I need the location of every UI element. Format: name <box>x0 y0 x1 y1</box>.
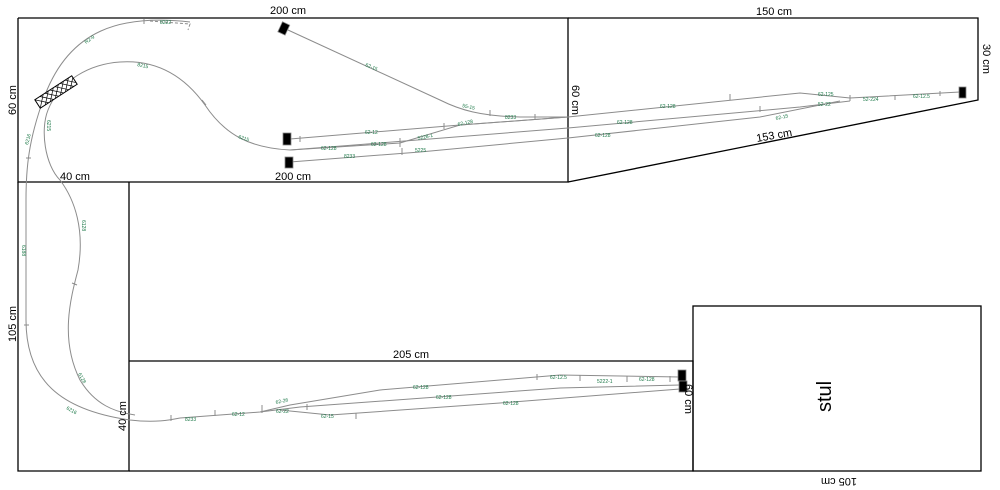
table-label: stul <box>814 381 836 412</box>
track-code: 62-12.5 <box>913 94 930 100</box>
bridge-segment <box>34 75 78 109</box>
track-code: 62-128 <box>639 377 655 383</box>
track-code: 62-12 <box>232 412 245 418</box>
track-code: 62-15 <box>775 113 789 122</box>
track-code: R2-9 <box>84 34 96 45</box>
track-code: 5222-1 <box>597 379 613 385</box>
track-right-3 <box>567 100 841 139</box>
track-top-stub <box>149 20 191 31</box>
track-code-labels: 8222 R2-9 6216 8215 6215 6215 62-15 55-1… <box>20 20 930 423</box>
track-code: 6216 <box>24 133 33 146</box>
track-code: 62-15 <box>321 414 334 420</box>
track-code: 62-128 <box>457 119 474 128</box>
dim-bottom-right-height: 60 cm <box>682 384 694 414</box>
buffer-stop-icon <box>282 132 292 146</box>
track-diagonal-top <box>287 29 568 118</box>
track-bottom-2 <box>259 384 681 413</box>
track-outer-loop <box>25 19 191 422</box>
track-code: 6215 <box>237 134 250 143</box>
board-left-column <box>17 182 130 472</box>
track-code: 62-22 <box>276 409 289 415</box>
dim-bottom-width: 205 cm <box>393 349 429 361</box>
track-code: 5225 <box>415 148 426 154</box>
baseboards <box>17 17 982 472</box>
track-code: 8215 <box>137 62 149 70</box>
track-code: 55-15 <box>462 103 476 112</box>
track-code: 62-128 <box>413 385 429 391</box>
dim-left-column-height: 105 cm <box>7 306 19 342</box>
buffer-stop-icon <box>277 21 291 36</box>
dim-top-left-height: 60 cm <box>7 85 19 115</box>
buffer-stop-icon <box>284 156 294 169</box>
dim-bottom-left-height: 40 cm <box>117 401 129 431</box>
track-code: 62-125 <box>818 92 834 98</box>
track-code: 62-26 <box>275 397 289 406</box>
dim-top-right-width: 150 cm <box>756 6 792 18</box>
track-code: 62-128 <box>321 146 337 152</box>
tracks <box>24 19 961 422</box>
track-code: 52-22 <box>818 102 831 108</box>
track-code: 62-12.5 <box>550 375 567 381</box>
buffer-stop-icon <box>678 380 688 393</box>
track-code: 62-128 <box>660 104 676 110</box>
track-bottom-3 <box>279 388 681 416</box>
track-code: 52-224 <box>863 97 879 103</box>
track-yard-4 <box>289 137 569 163</box>
track-code: 62-128 <box>503 401 519 407</box>
track-code: 62-12 <box>365 130 378 136</box>
dim-table-width: 105 cm <box>821 475 857 487</box>
table-stul <box>692 305 982 472</box>
track-code: 62-128 <box>595 133 611 139</box>
dim-left-column-width: 40 cm <box>60 171 90 183</box>
track-code: 62-128 <box>436 395 452 401</box>
dimension-labels: 200 cm 200 cm 60 cm 60 cm 150 cm 30 cm 1… <box>7 5 992 487</box>
track-inner-loop <box>43 61 291 416</box>
track-yard-2 <box>289 116 569 151</box>
buffer-stop-icon <box>677 369 687 382</box>
track-code: 6215 <box>45 120 51 131</box>
dim-top-middle-height: 60 cm <box>569 85 581 115</box>
dim-top-right-diagonal: 153 cm <box>755 127 793 145</box>
track-code: 8233 <box>505 115 516 121</box>
track-yard-3 <box>289 127 569 151</box>
track-code: 6188 <box>20 245 26 256</box>
track-code: 6216 <box>65 406 78 417</box>
track-code: 8233 <box>185 417 196 423</box>
dim-top-right-height: 30 cm <box>980 44 992 74</box>
track-right-2 <box>567 100 851 129</box>
dim-top-left-width: 200 cm <box>270 5 306 17</box>
track-code: 5228-1 <box>417 133 434 142</box>
track-code: 6128 <box>80 220 86 231</box>
track-joints <box>24 19 941 421</box>
track-code: 8222 <box>160 20 171 26</box>
buffer-stop-icon <box>958 86 967 99</box>
board-bottom <box>129 360 694 472</box>
dim-top-left-width-bottom: 200 cm <box>275 171 311 183</box>
track-code: 62-15 <box>364 62 378 72</box>
board-top-right <box>567 17 979 183</box>
track-right-1 <box>567 91 961 118</box>
track-code: 62-128 <box>617 120 633 126</box>
track-code: 8233 <box>344 154 355 160</box>
track-code: 62-128 <box>371 142 387 148</box>
buffer-stops <box>277 21 967 393</box>
track-code: 6128 <box>76 372 87 385</box>
